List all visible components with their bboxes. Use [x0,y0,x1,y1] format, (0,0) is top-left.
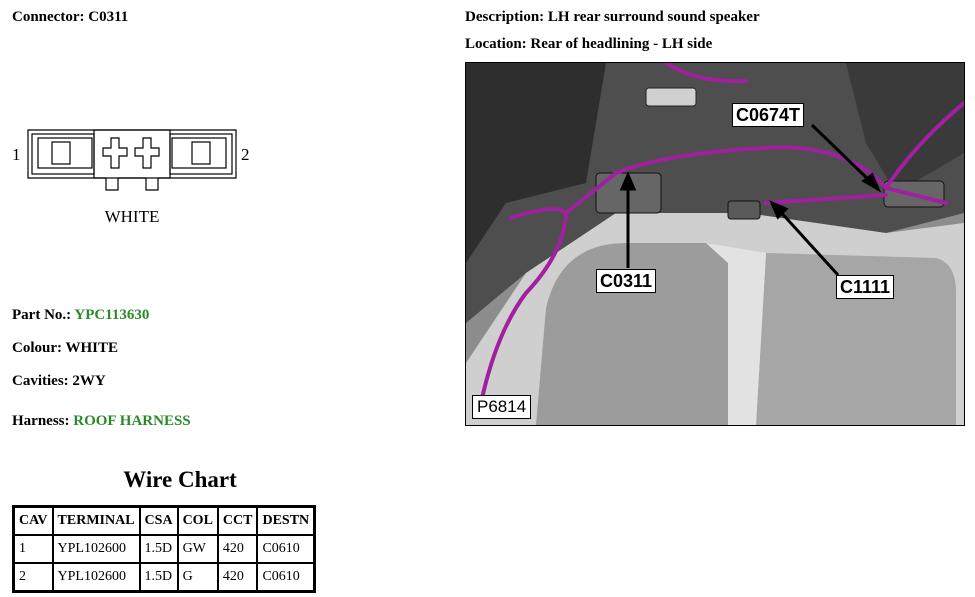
cavities-value: 2WY [72,373,106,389]
cell-terminal: YPL102600 [51,562,141,593]
part-no-link[interactable]: YPC113630 [74,307,150,323]
harness-field: Harness: ROOF HARNESS [12,413,191,430]
header-csa: CSA [138,505,179,536]
location-label: Location: [465,36,527,52]
location-field: Location: Rear of headlining - LH side [465,36,712,53]
cell-col: G [176,562,219,593]
header-col: COL [176,505,219,536]
cell-col: GW [176,534,219,564]
cell-cct: 420 [216,534,259,564]
harness-link[interactable]: ROOF HARNESS [73,413,191,429]
cell-destn: C0610 [256,562,316,593]
table-row: 1 YPL102600 1.5D GW 420 C0610 [12,534,316,564]
colour-value: WHITE [65,340,118,356]
cell-csa: 1.5D [138,534,179,564]
table-row: 2 YPL102600 1.5D G 420 C0610 [12,562,316,593]
callout-c0311: C0311 [596,269,657,293]
pin-number-right: 2 [241,145,250,164]
connector-centre-body [93,129,171,179]
cell-cct: 420 [216,562,259,593]
connector-face-drawing: 1 2 WHITE [12,129,250,226]
location-photo: C0674T C0311 C1111 P6814 [465,62,965,426]
description-field: Description: LH rear surround sound spea… [465,9,760,26]
cell-cav: 1 [12,534,54,564]
terminal-cavity-2 [134,137,160,169]
connector-label: Connector: [12,9,85,25]
cell-destn: C0610 [256,534,316,564]
wire-chart-table: CAV TERMINAL CSA COL CCT DESTN 1 YPL1026… [12,505,317,593]
wire-chart-title: Wire Chart [123,467,237,492]
cell-terminal: YPL102600 [51,534,141,564]
wire-chart-header-row: CAV TERMINAL CSA COL CCT DESTN [12,505,316,536]
vehicle-roof-illustration [466,63,964,425]
part-no-field: Part No.: YPC113630 [12,307,149,324]
header-cct: CCT [216,505,259,536]
description-label: Description: [465,9,545,25]
colour-label: Colour: [12,340,62,356]
callout-c1111: C1111 [836,275,895,299]
connector-field: Connector: C0311 [12,9,128,26]
cavities-field: Cavities: 2WY [12,373,106,390]
cell-csa: 1.5D [138,562,179,593]
header-destn: DESTN [256,505,316,536]
description-value: LH rear surround sound speaker [547,9,760,25]
location-value: Rear of headlining - LH side [530,36,713,52]
colour-field: Colour: WHITE [12,340,118,357]
terminal-cavity-1 [102,137,128,169]
harness-label: Harness: [12,413,70,429]
header-cav: CAV [12,505,54,536]
connector-housing-outline [27,129,237,191]
cavities-label: Cavities: [12,373,69,389]
figure-code-label: P6814 [472,395,532,419]
cell-cav: 2 [12,562,54,593]
header-terminal: TERMINAL [51,505,141,536]
connector-value: C0311 [88,9,129,25]
callout-c0674t: C0674T [732,103,805,127]
part-no-label: Part No.: [12,307,72,323]
housing-colour-label: WHITE [105,207,160,226]
pin-number-left: 1 [12,145,21,164]
